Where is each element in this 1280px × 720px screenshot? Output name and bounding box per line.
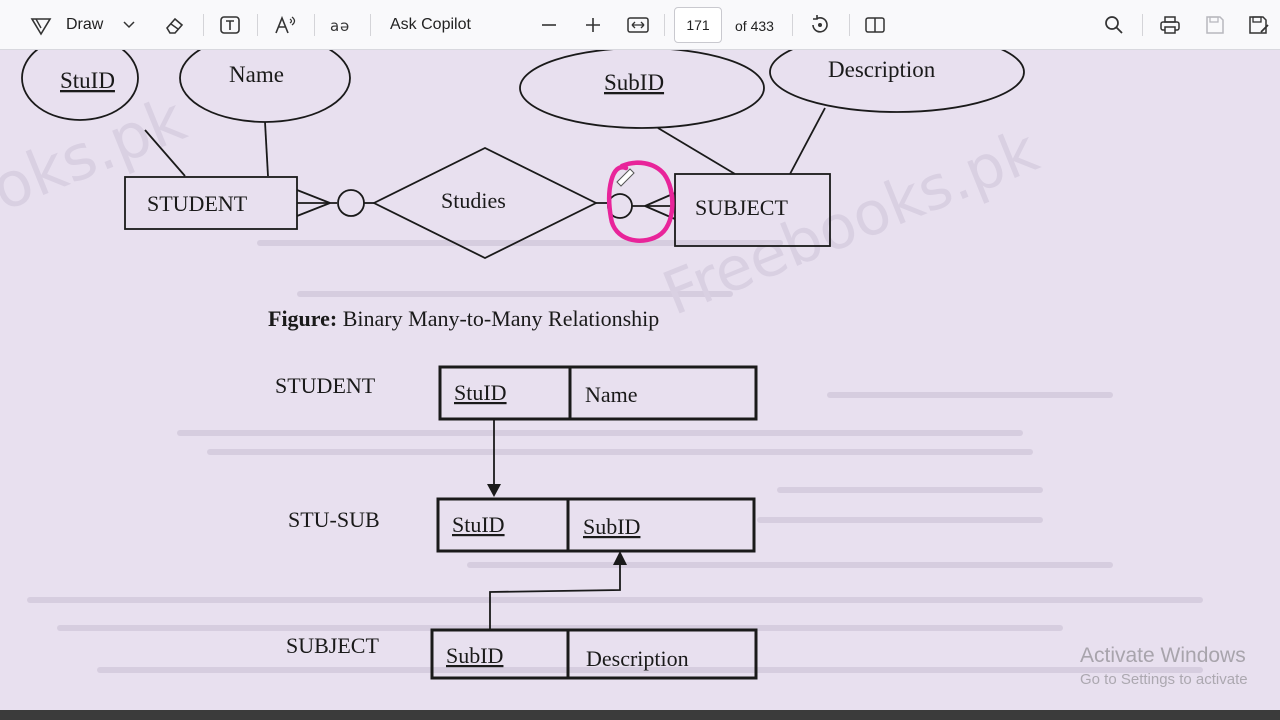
attribute-description-label: Description xyxy=(828,57,936,82)
figure-caption-bold: Figure: xyxy=(268,306,337,331)
save-icon[interactable] xyxy=(1202,14,1228,36)
pen-cursor-icon xyxy=(616,168,635,187)
figure-caption: Figure: Binary Many-to-Many Relationship xyxy=(268,306,659,331)
fit-width-icon[interactable] xyxy=(625,14,651,36)
page-view-icon[interactable] xyxy=(862,14,888,36)
bleed-through-lines xyxy=(27,240,1203,673)
activate-windows-subtitle: Go to Settings to activate xyxy=(1080,671,1248,688)
rotate-icon[interactable] xyxy=(807,13,833,37)
zoom-out-icon[interactable] xyxy=(538,14,560,36)
table-student-box xyxy=(438,365,758,421)
attribute-stuid-ellipse xyxy=(21,50,139,121)
toolbar-divider xyxy=(257,14,258,36)
page-number-input[interactable]: 171 xyxy=(674,7,722,43)
search-icon[interactable] xyxy=(1102,14,1126,36)
toolbar-divider xyxy=(792,14,793,36)
toolbar-divider xyxy=(849,14,850,36)
figure-caption-text: Binary Many-to-Many Relationship xyxy=(337,306,659,331)
toolbar-divider xyxy=(203,14,204,36)
attribute-subid-ellipse xyxy=(519,50,765,129)
toolbar-divider xyxy=(314,14,315,36)
toolbar-divider xyxy=(1142,14,1143,36)
svg-text:a: a xyxy=(330,17,339,35)
relationship-label: Studies xyxy=(441,188,506,213)
draw-tool-button[interactable] xyxy=(28,12,138,40)
ask-copilot-button[interactable]: Ask Copilot xyxy=(390,16,471,33)
read-aloud-icon[interactable] xyxy=(272,14,298,36)
entity-student-label: STUDENT xyxy=(147,191,248,216)
table-stu-sub-col2: SubID xyxy=(583,514,640,539)
text-box-icon[interactable] xyxy=(218,14,242,36)
draw-label: Draw xyxy=(66,16,104,33)
table-subject-col2: Description xyxy=(586,646,689,671)
attribute-name-label: Name xyxy=(229,62,284,87)
attribute-description-ellipse xyxy=(769,50,1025,113)
attribute-stuid-label: StuID xyxy=(60,68,115,93)
draw-icon xyxy=(30,16,52,36)
table-subject-col1: SubID xyxy=(446,643,503,668)
page-content: oks.pk Freebooks.pk xyxy=(0,50,1203,680)
document-page: oks.pk Freebooks.pk xyxy=(0,50,1280,710)
watermark-right: Freebooks.pk xyxy=(654,116,1048,330)
table-stu-sub-name: STU-SUB xyxy=(288,507,380,532)
table-student-name: STUDENT xyxy=(275,373,376,398)
magenta-annotation xyxy=(607,160,675,243)
eraser-icon[interactable] xyxy=(162,14,186,36)
print-icon[interactable] xyxy=(1157,14,1183,36)
table-stu-sub-col1: StuID xyxy=(452,512,505,537)
page-total-label: of 433 xyxy=(735,18,774,34)
toolbar-divider xyxy=(370,14,371,36)
zoom-in-icon[interactable] xyxy=(582,14,604,36)
activate-windows-title: Activate Windows xyxy=(1080,644,1246,667)
svg-text:ə: ə xyxy=(340,17,349,35)
table-subject-name: SUBJECT xyxy=(286,633,379,658)
table-student-col1: StuID xyxy=(454,380,507,405)
optional-circle-left xyxy=(337,189,365,217)
entity-subject-box xyxy=(674,173,831,247)
table-student-col2: Name xyxy=(585,382,638,407)
table-subject-box xyxy=(430,628,758,680)
table-stu-sub-box xyxy=(436,497,756,553)
entity-subject-label: SUBJECT xyxy=(695,195,788,220)
taskbar-edge xyxy=(0,710,1280,720)
fk-arrow-subid xyxy=(489,563,621,630)
toolbar-divider xyxy=(664,14,665,36)
attribute-subid-label: SubID xyxy=(604,70,664,95)
chevron-down-icon[interactable] xyxy=(122,18,136,32)
save-as-icon[interactable] xyxy=(1246,14,1272,36)
